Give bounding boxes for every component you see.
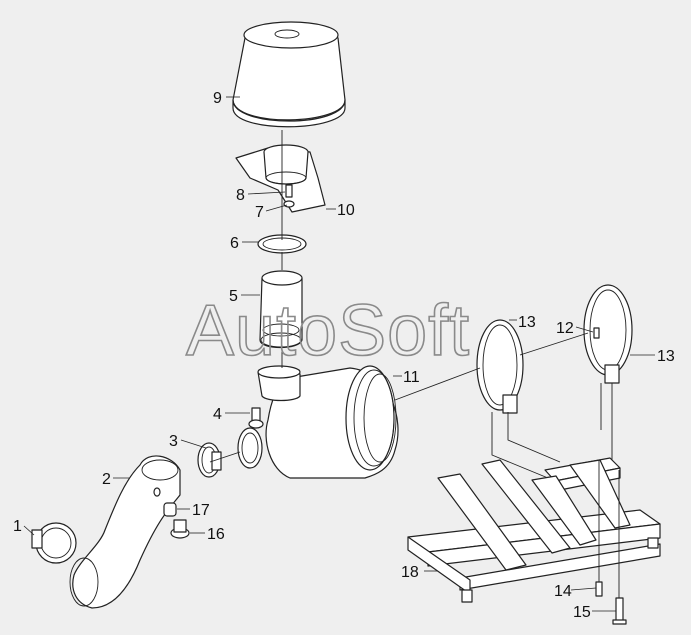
part-8-bolt <box>285 184 293 198</box>
part-18-fitting <box>163 502 177 517</box>
part-14-bolt <box>595 460 603 597</box>
callout-2: 2 <box>102 471 111 488</box>
callout-9: 9 <box>213 90 222 107</box>
callout-3: 3 <box>169 433 178 450</box>
callout-11: 11 <box>403 369 420 386</box>
callout-8: 8 <box>236 187 245 204</box>
part-1-hose-clamp <box>31 522 77 564</box>
callout-14: 14 <box>554 583 572 600</box>
part-13-band-right <box>583 284 633 460</box>
callout-6: 6 <box>230 235 239 252</box>
watermark: AutoSoft <box>186 291 470 371</box>
callout-1: 1 <box>13 518 22 535</box>
callout-16: 18 <box>401 564 419 581</box>
part-16-frame <box>407 457 661 603</box>
callout-labels: 9 8 7 10 6 5 11 4 3 2 1 17 16 13 12 13 1… <box>13 90 675 621</box>
callout-7: 7 <box>255 204 264 221</box>
leader-lines <box>23 96 655 612</box>
part-9-rain-cap <box>232 21 346 128</box>
part-15-bolt <box>612 470 627 625</box>
part-10-bracket <box>235 144 326 213</box>
part-5-hose <box>259 270 303 349</box>
callout-15: 15 <box>573 604 591 621</box>
part-11-air-filter <box>237 365 399 479</box>
callout-13-right: 13 <box>657 348 675 365</box>
callout-17: 16 <box>207 526 225 543</box>
callout-18: 17 <box>192 502 210 519</box>
callout-10: 10 <box>337 202 355 219</box>
centerlines <box>209 130 589 463</box>
callout-5: 5 <box>229 288 238 305</box>
part-3-clamp <box>197 442 222 478</box>
callout-12: 12 <box>556 320 574 337</box>
part-2-elbow-pipe <box>69 455 181 609</box>
part-7-nut <box>283 200 295 208</box>
callout-4: 4 <box>213 406 222 423</box>
part-17-valve <box>170 519 190 539</box>
part-4-sensor <box>248 407 264 429</box>
part-13-band-left <box>476 319 561 479</box>
callout-13-left: 13 <box>518 314 536 331</box>
